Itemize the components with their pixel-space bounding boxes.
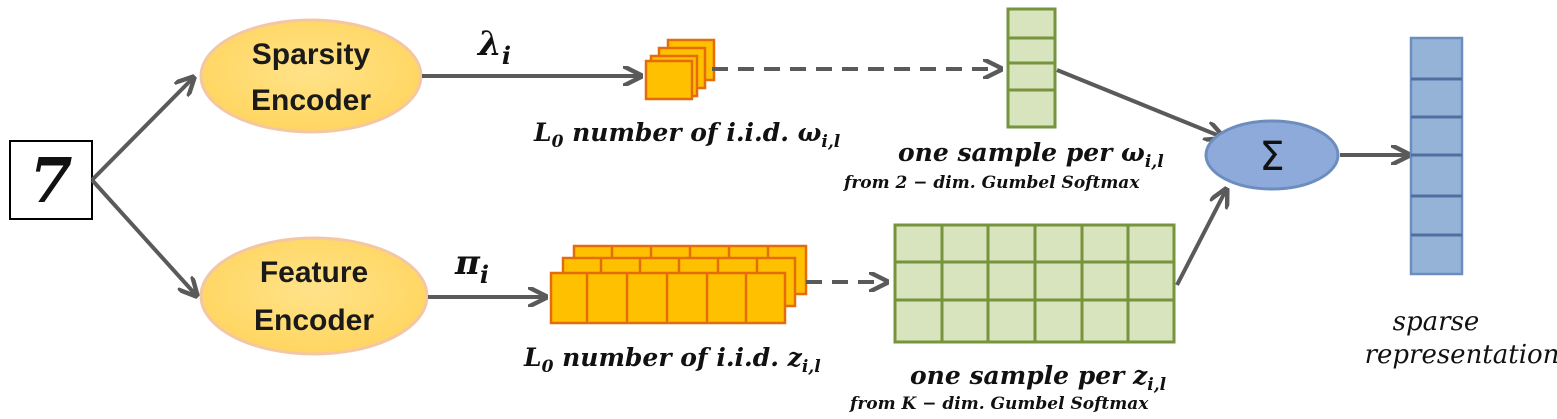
feature-encoder-label-line1: Feature: [260, 256, 368, 289]
lambda-param: λi: [476, 24, 511, 70]
lambda-symbol: λ: [476, 24, 502, 64]
z-stack-layer-front: [549, 271, 787, 325]
input-image: 7: [9, 140, 93, 220]
caption-z-sample-line2: from K − dim. Gumbel Softmax: [849, 394, 1149, 414]
lambda-subscript: i: [502, 41, 511, 70]
caption-omega-sample-sub: i,l: [1145, 152, 1164, 172]
arrow-input-to-feature: [90, 178, 196, 295]
z-sample-stack: [549, 244, 808, 325]
caption-z-sample-line1: one sample per z: [910, 361, 1148, 390]
sparsity-encoder-label-line1: Sparsity: [252, 38, 371, 71]
caption-omega-count-text: number of i.i.d. ω: [563, 118, 821, 147]
pi-subscript: i: [480, 260, 489, 289]
arrow-omega-to-sum: [1056, 68, 1222, 137]
arrow-z-to-sum: [1175, 190, 1226, 286]
sum-symbol: Σ: [1259, 134, 1284, 180]
caption-z-count-sub: i,l: [802, 357, 821, 377]
sparsity-encoder-label-line2: Encoder: [251, 84, 371, 117]
feature-encoder-label-line2: Encoder: [254, 304, 374, 337]
caption-z-count: L0 number of i.i.d. zi,l: [523, 343, 821, 377]
caption-z-sample-sub: i,l: [1147, 375, 1166, 395]
pi-symbol: π: [454, 243, 481, 283]
caption-omega-count-sub: i,l: [821, 132, 840, 152]
omega-sample-stack: [644, 38, 716, 101]
omega-sample-column: [1006, 7, 1057, 129]
sum-node: Σ: [1204, 119, 1340, 191]
sparsity-encoder: Sparsity Encoder: [199, 18, 423, 134]
caption-z-count-prefix-sub: 0: [542, 357, 554, 377]
caption-omega-count-prefix: L: [533, 118, 552, 147]
pi-param: πi: [454, 243, 489, 289]
sparse-representation-column: [1409, 36, 1464, 276]
caption-z-count-prefix: L: [523, 343, 542, 372]
input-digit: 7: [29, 144, 72, 217]
arrow-input-to-sparsity: [90, 78, 193, 182]
caption-omega-count: L0 number of i.i.d. ωi,l: [533, 118, 841, 152]
caption-z-sample: one sample per zi,l: [910, 361, 1167, 395]
output-label-line1: sparse: [1393, 307, 1480, 337]
output-label-line2: representation: [1365, 340, 1557, 370]
caption-omega-sample-line2: from 2 − dim. Gumbel Softmax: [843, 173, 1140, 193]
caption-z-count-text: number of i.i.d. z: [553, 343, 802, 372]
feature-encoder: Feature Encoder: [199, 236, 429, 356]
caption-omega-count-prefix-sub: 0: [552, 132, 564, 152]
caption-omega-sample-line1: one sample per ω: [898, 138, 1145, 167]
caption-omega-sample: one sample per ωi,l: [898, 138, 1164, 172]
z-sample-grid: [893, 223, 1176, 344]
